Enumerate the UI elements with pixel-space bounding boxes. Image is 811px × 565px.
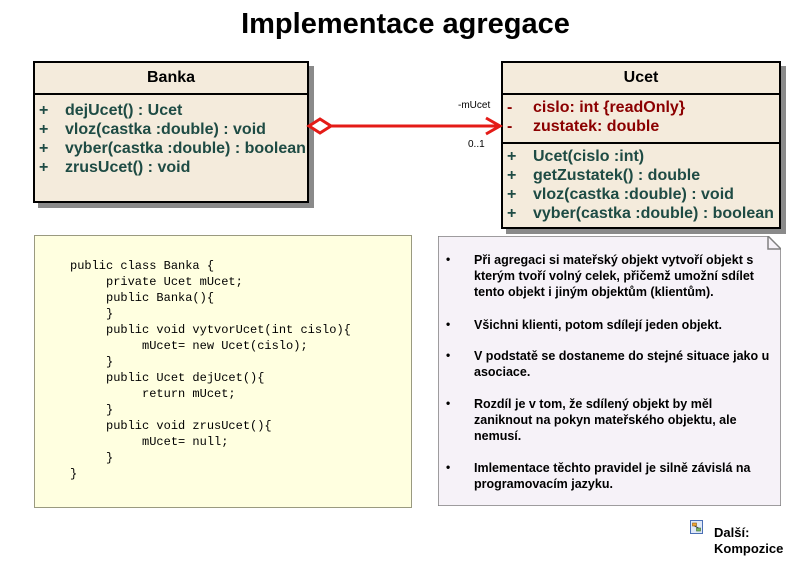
arrowhead-icon xyxy=(485,116,504,136)
operation-row: + vyber(castka :double) : boolean xyxy=(35,140,307,159)
class-ucet-name: Ucet xyxy=(503,63,779,95)
attribute-row: - cislo: int {readOnly} xyxy=(503,99,779,118)
code-line: } xyxy=(70,467,78,481)
code-line: public Ucet dejUcet(){ xyxy=(70,371,265,385)
visibility-marker: + xyxy=(39,140,49,157)
operation-text: dejUcet() : Ucet xyxy=(65,102,183,119)
operation-text: Ucet(cislo :int) xyxy=(533,148,645,165)
code-line: return mUcet; xyxy=(70,387,236,401)
operation-text: vyber(castka :double) : boolean xyxy=(533,205,774,222)
class-banka-operations: + dejUcet() : Ucet + vloz(castka :double) … xyxy=(35,95,307,180)
code-line: } xyxy=(70,307,114,321)
visibility-marker: + xyxy=(507,148,517,165)
note-shape-icon xyxy=(438,236,781,506)
code-line: } xyxy=(70,451,114,465)
class-ucet-attributes: - cislo: int {readOnly} - zustatek: double xyxy=(503,95,779,142)
note-bullet-text: V podstatě se dostaneme do stejné situac… xyxy=(474,349,770,379)
operation-row: + Ucet(cislo :int) xyxy=(503,148,779,167)
bullet-icon: • xyxy=(446,317,451,331)
association-role-label: -mUcet xyxy=(458,100,491,111)
code-box: public class Banka { private Ucet mUcet;… xyxy=(34,235,412,508)
class-ucet[interactable]: Ucet - cislo: int {readOnly} - zustatek: d… xyxy=(501,61,781,229)
operation-row: + vloz(castka :double) : void xyxy=(503,186,779,205)
visibility-marker: + xyxy=(39,159,49,176)
note-bullet-text: Rozdíl je v tom, že sdílený objekt by mě… xyxy=(474,397,737,443)
operation-row: + dejUcet() : Ucet xyxy=(35,102,307,121)
operation-text: vloz(castka :double) : void xyxy=(533,186,734,203)
operation-row: + zrusUcet() : void xyxy=(35,159,307,178)
visibility-marker: - xyxy=(507,99,513,116)
class-banka-name: Banka xyxy=(35,63,307,95)
operation-text: vloz(castka :double) : void xyxy=(65,121,266,138)
note-bullet-text: Všichni klienti, potom sdílejí jeden obj… xyxy=(474,318,722,332)
bullet-icon: • xyxy=(446,252,451,266)
attribute-row: - zustatek: double xyxy=(503,118,779,137)
aggregation-diamond-icon xyxy=(306,117,334,135)
operation-row: + getZustatek() : double xyxy=(503,167,779,186)
diagram-link-icon xyxy=(690,520,703,534)
visibility-marker: + xyxy=(39,121,49,138)
code-line: mUcet= new Ucet(cislo); xyxy=(70,339,308,353)
code-line: public Banka(){ xyxy=(70,291,215,305)
next-link-target: Kompozice xyxy=(714,541,784,556)
visibility-marker: + xyxy=(39,102,49,119)
code-line: public void zrusUcet(){ xyxy=(70,419,272,433)
association-multiplicity-label: 0..1 xyxy=(468,139,485,150)
visibility-marker: + xyxy=(507,205,517,222)
code-line: } xyxy=(70,403,114,417)
operation-text: zrusUcet() : void xyxy=(65,159,191,176)
page-title: Implementace agregace xyxy=(241,8,570,40)
visibility-marker: + xyxy=(507,167,517,184)
visibility-marker: + xyxy=(507,186,517,203)
note-bullet-text: Při agregaci si mateřský objekt vytvoří … xyxy=(474,253,754,299)
operation-text: vyber(castka :double) : boolean xyxy=(65,140,306,157)
attribute-text: zustatek: double xyxy=(533,118,660,135)
visibility-marker: - xyxy=(507,118,513,135)
class-ucet-operations: + Ucet(cislo :int) + getZustatek() : doubl… xyxy=(503,142,779,226)
note-bullet-text: Imlementace těchto pravidel je silně záv… xyxy=(474,461,751,491)
class-banka[interactable]: Banka + dejUcet() : Ucet + vloz(castka :do… xyxy=(33,61,309,203)
attribute-text: cislo: int {readOnly} xyxy=(533,99,686,116)
bullet-icon: • xyxy=(446,348,451,362)
code-line: } xyxy=(70,355,114,369)
bullet-icon: • xyxy=(446,396,451,410)
code-line: mUcet= null; xyxy=(70,435,229,449)
uml-note: • Při agregaci si mateřský objekt vytvoř… xyxy=(438,236,781,506)
operation-text: getZustatek() : double xyxy=(533,167,701,184)
operation-row: + vyber(castka :double) : boolean xyxy=(503,205,779,224)
next-link-label: Další: xyxy=(714,525,750,540)
code-line: public class Banka { xyxy=(70,259,215,273)
code-line: public void vytvorUcet(int cislo){ xyxy=(70,323,351,337)
bullet-icon: • xyxy=(446,460,451,474)
code-line: private Ucet mUcet; xyxy=(70,275,243,289)
operation-row: + vloz(castka :double) : void xyxy=(35,121,307,140)
